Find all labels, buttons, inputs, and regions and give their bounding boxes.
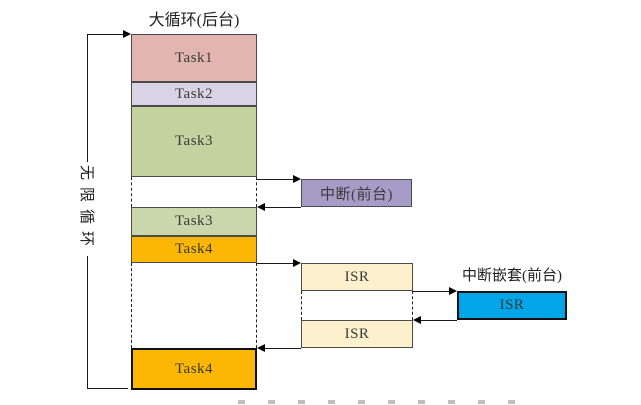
arrow-isr-to-nested-head-icon xyxy=(449,287,457,295)
arrow-task3-to-interrupt-head-icon xyxy=(293,175,301,183)
task2-label: Task2 xyxy=(174,85,214,102)
infinite-loop-label: 无限循环 xyxy=(77,162,98,257)
arrow-isr-return-line xyxy=(264,348,301,349)
gap1-right-dashed-line xyxy=(256,177,257,207)
arrow-task3-to-interrupt-line xyxy=(257,179,294,180)
task4-box: Task4 xyxy=(131,236,257,263)
arrow-task4-to-isr-line xyxy=(257,263,294,264)
arrow-task4-to-isr-head-icon xyxy=(293,259,301,267)
isr-first-label: ISR xyxy=(344,268,370,285)
task3-box: Task3 xyxy=(131,106,257,177)
arrow-nested-return-line xyxy=(420,320,457,321)
gap1-left-dashed-line xyxy=(131,177,132,207)
task3-label: Task3 xyxy=(174,133,214,149)
isr-second-label: ISR xyxy=(344,325,370,342)
arrow-isr-return-head-icon xyxy=(257,344,265,352)
loop-entry-arrowhead-icon xyxy=(123,30,131,38)
isr-second-box: ISR xyxy=(301,320,413,348)
loop-top-line xyxy=(87,34,125,35)
gap2-right-dashed-line xyxy=(256,263,257,348)
task4-resumed-label: Task4 xyxy=(174,360,214,377)
task1-label: Task1 xyxy=(174,49,214,66)
gap2-left-dashed-line xyxy=(131,263,132,348)
task1-box: Task1 xyxy=(131,34,257,82)
nested-interrupt-title: 中断嵌套(前台) xyxy=(462,268,562,284)
task4-label: Task4 xyxy=(174,241,214,257)
arrow-nested-return-head-icon xyxy=(413,316,421,324)
arrow-isr-to-nested-line xyxy=(413,291,450,292)
isr-gap-left-dashed-line xyxy=(301,291,302,320)
isr-first-box: ISR xyxy=(301,263,413,291)
nested-isr-label: ISR xyxy=(499,297,525,313)
arrow-interrupt-return-head-icon xyxy=(257,203,265,211)
interrupt-label: 中断(前台) xyxy=(320,186,393,203)
arrow-interrupt-return-line xyxy=(264,207,301,208)
task3-resumed-box: Task3 xyxy=(131,207,257,236)
nested-isr-box: ISR xyxy=(457,291,567,320)
task4-resumed-box: Task4 xyxy=(131,348,257,390)
loop-bottom-line xyxy=(87,388,128,389)
task2-box: Task2 xyxy=(131,82,257,106)
isr-gap-right-dashed-line xyxy=(412,291,413,320)
background-loop-title: 大循环(后台) xyxy=(148,12,240,29)
interrupt-box: 中断(前台) xyxy=(301,179,412,207)
cropped-caption-fragment xyxy=(238,400,528,404)
task3-resumed-label: Task3 xyxy=(174,213,214,229)
